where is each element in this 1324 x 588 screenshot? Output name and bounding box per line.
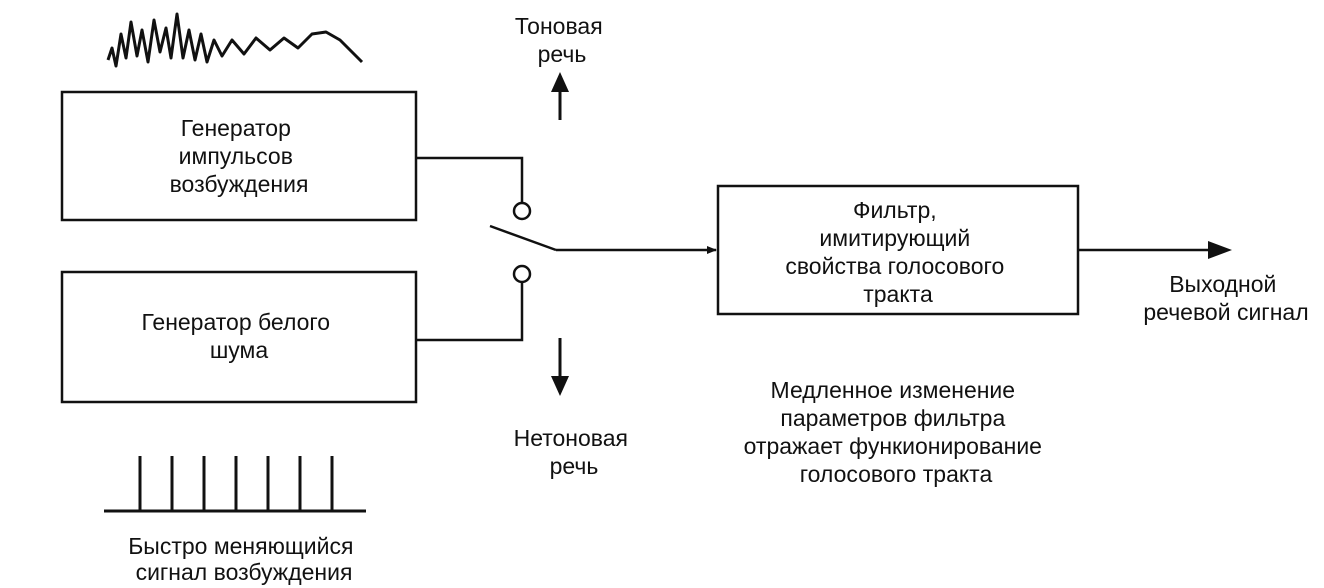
output-arrowhead-icon: [1208, 241, 1232, 259]
impulse-train-icon: [104, 456, 366, 513]
switch-contact-lower: [512, 264, 532, 284]
unvoiced-arrowhead-icon: [551, 376, 569, 396]
pulse-generator-block: [60, 90, 418, 222]
switch-contact-upper: [512, 201, 532, 221]
voiced-speech-label: Тоновая речь: [515, 13, 609, 67]
noise-generator-block: [60, 270, 418, 404]
pulse-generator-label: Генератор импульсов возбуждения: [170, 115, 309, 197]
excitation-signal-label: Быстро меняющийся сигнал возбуждения: [128, 533, 360, 585]
filter-note: Медленное изменение параметров фильтра о…: [744, 377, 1049, 487]
voiced-waveform-icon: [106, 12, 364, 68]
noise-generator-label: Генератор белого шума: [141, 309, 336, 363]
voiced-arrowhead-icon: [551, 72, 569, 92]
pulse-connection-line: [416, 156, 524, 202]
unvoiced-speech-label: Нетоновая речь: [514, 425, 635, 479]
noise-connection-line: [416, 282, 524, 342]
output-signal-label: Выходной речевой сигнал: [1143, 271, 1308, 325]
switch-blade: [489, 224, 557, 252]
filter-label: Фильтр, имитирующий свойства голосового …: [785, 197, 1010, 307]
